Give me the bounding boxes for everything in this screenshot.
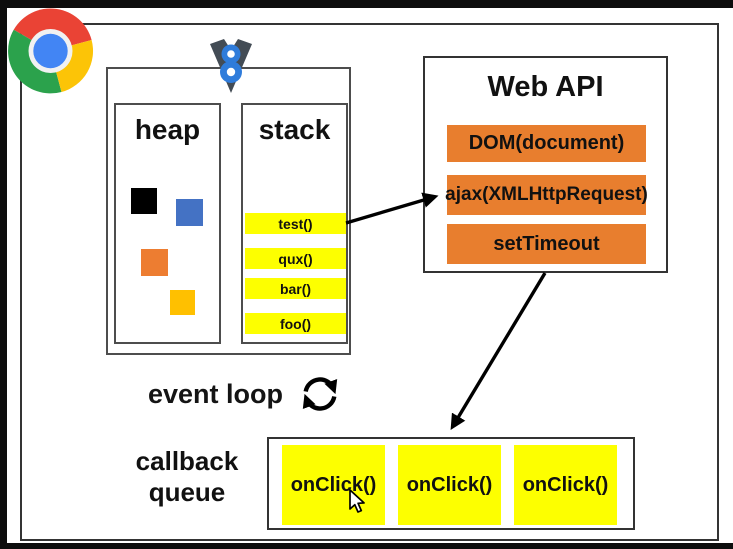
- stack-title: stack: [258, 114, 331, 145]
- callback-queue-box: onClick() onClick() onClick(): [267, 437, 635, 530]
- frame-left: [0, 0, 7, 549]
- mouse-cursor-icon: [349, 489, 365, 513]
- queue-callback: onClick(): [398, 445, 501, 525]
- web-api-item: ajax(XMLHttpRequest): [445, 175, 648, 215]
- heap-object-square: [170, 290, 195, 315]
- call-stack-box: stack test() qux() bar() foo(): [241, 103, 348, 344]
- loop-cycle-icon: [302, 377, 338, 411]
- frame-top: [0, 0, 733, 8]
- heap-object-square: [141, 249, 168, 276]
- event-loop: event loop: [148, 372, 342, 416]
- chrome-icon: [8, 8, 94, 94]
- stack-frame: foo(): [245, 313, 346, 334]
- web-api-box: Web API DOM(document) ajax(XMLHttpReques…: [423, 56, 668, 273]
- stack-frame: test(): [245, 213, 346, 234]
- web-api-item: DOM(document): [447, 125, 646, 162]
- web-api-title: Web API: [487, 71, 604, 103]
- web-api-item: setTimeout: [447, 224, 646, 264]
- event-loop-label: event loop: [148, 378, 284, 409]
- heap-box: heap: [114, 103, 221, 344]
- stack-frame: qux(): [245, 248, 346, 269]
- callback-queue-label: callback queue: [135, 446, 239, 507]
- stack-frame: bar(): [245, 278, 346, 299]
- frame-bottom: [0, 543, 733, 549]
- queue-callback: onClick(): [282, 445, 385, 525]
- heap-title: heap: [134, 114, 201, 145]
- v8-icon: [210, 39, 252, 93]
- queue-callback: onClick(): [514, 445, 617, 525]
- heap-object-square: [131, 188, 157, 214]
- heap-object-square: [176, 199, 203, 226]
